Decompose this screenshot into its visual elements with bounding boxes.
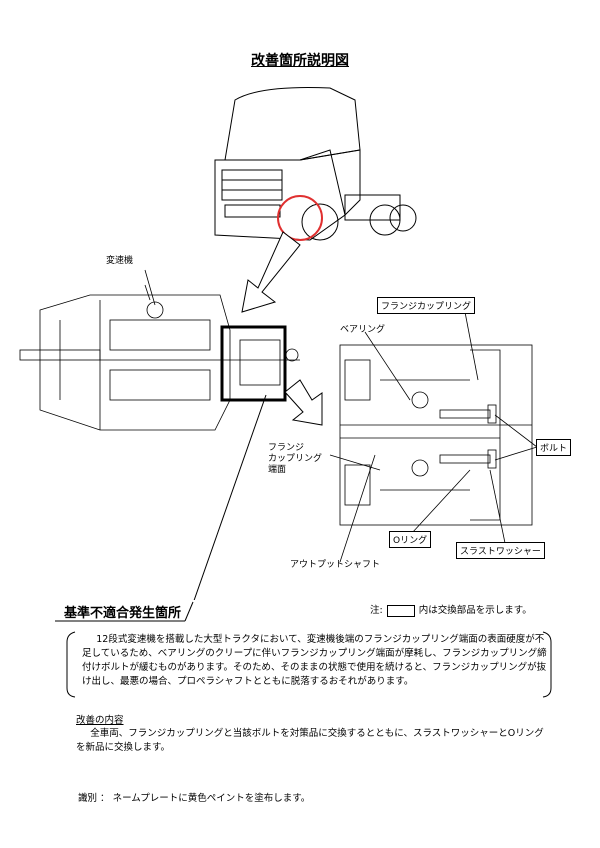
flange-detail-illustration xyxy=(339,344,533,526)
identification-label: 識別 xyxy=(78,793,98,804)
leader-lines xyxy=(329,311,538,563)
label-flange-face-line3: 端面 xyxy=(268,465,287,475)
detail-highlight-box xyxy=(220,325,287,402)
label-bearing: ベアリング xyxy=(340,325,386,335)
note-box-symbol xyxy=(386,604,415,617)
highlight-circle xyxy=(277,195,323,241)
improvement-heading: 改善の内容 xyxy=(76,715,124,726)
transmission-illustration xyxy=(19,284,300,431)
identification-separator: ： xyxy=(100,793,110,804)
identification: 識別 ： ネームプレートに黄色ペイントを塗布します。 xyxy=(78,790,310,804)
label-flange-face-line2: カップリング xyxy=(268,454,323,464)
label-flange-face-line1: フランジ xyxy=(268,443,305,453)
identification-text: ネームプレートに黄色ペイントを塗布します。 xyxy=(112,793,311,804)
label-bolt: ボルト xyxy=(536,439,572,456)
defect-description: 12段式変速機を搭載した大型トラクタにおいて、変速機後端のフランジカップリング端… xyxy=(82,634,547,687)
label-o-ring: Oリング xyxy=(389,531,432,548)
pointer-arrow-1 xyxy=(241,231,301,313)
leader-line xyxy=(193,394,267,600)
page-title: 改善箇所説明図 xyxy=(0,50,600,70)
title-text: 改善箇所説明図 xyxy=(251,53,349,69)
improvement-text: 全車両、フランジカップリングと当該ボルトを対策品に交換するとともに、スラストワッ… xyxy=(76,728,544,753)
note-prefix: 注: xyxy=(370,605,383,616)
heading-underline-and-brackets xyxy=(55,601,552,698)
label-flange-face: フランジ カップリング 端面 xyxy=(268,443,322,476)
note-text: 内は交換部品を示します。 xyxy=(418,605,532,616)
label-transmission: 変速機 xyxy=(106,256,134,266)
pointer-arrow-2 xyxy=(284,379,323,426)
defect-heading: 基準不適合発生箇所 xyxy=(64,606,182,621)
replacement-note: 注: 内は交換部品を示します。 xyxy=(370,602,532,617)
label-flange-coupling: フランジカップリング xyxy=(377,297,476,314)
diagram xyxy=(19,87,538,600)
truck-illustration xyxy=(214,87,417,241)
label-thrust-washer: スラストワッシャー xyxy=(456,542,545,559)
label-output-shaft: アウトプットシャフト xyxy=(290,560,381,570)
